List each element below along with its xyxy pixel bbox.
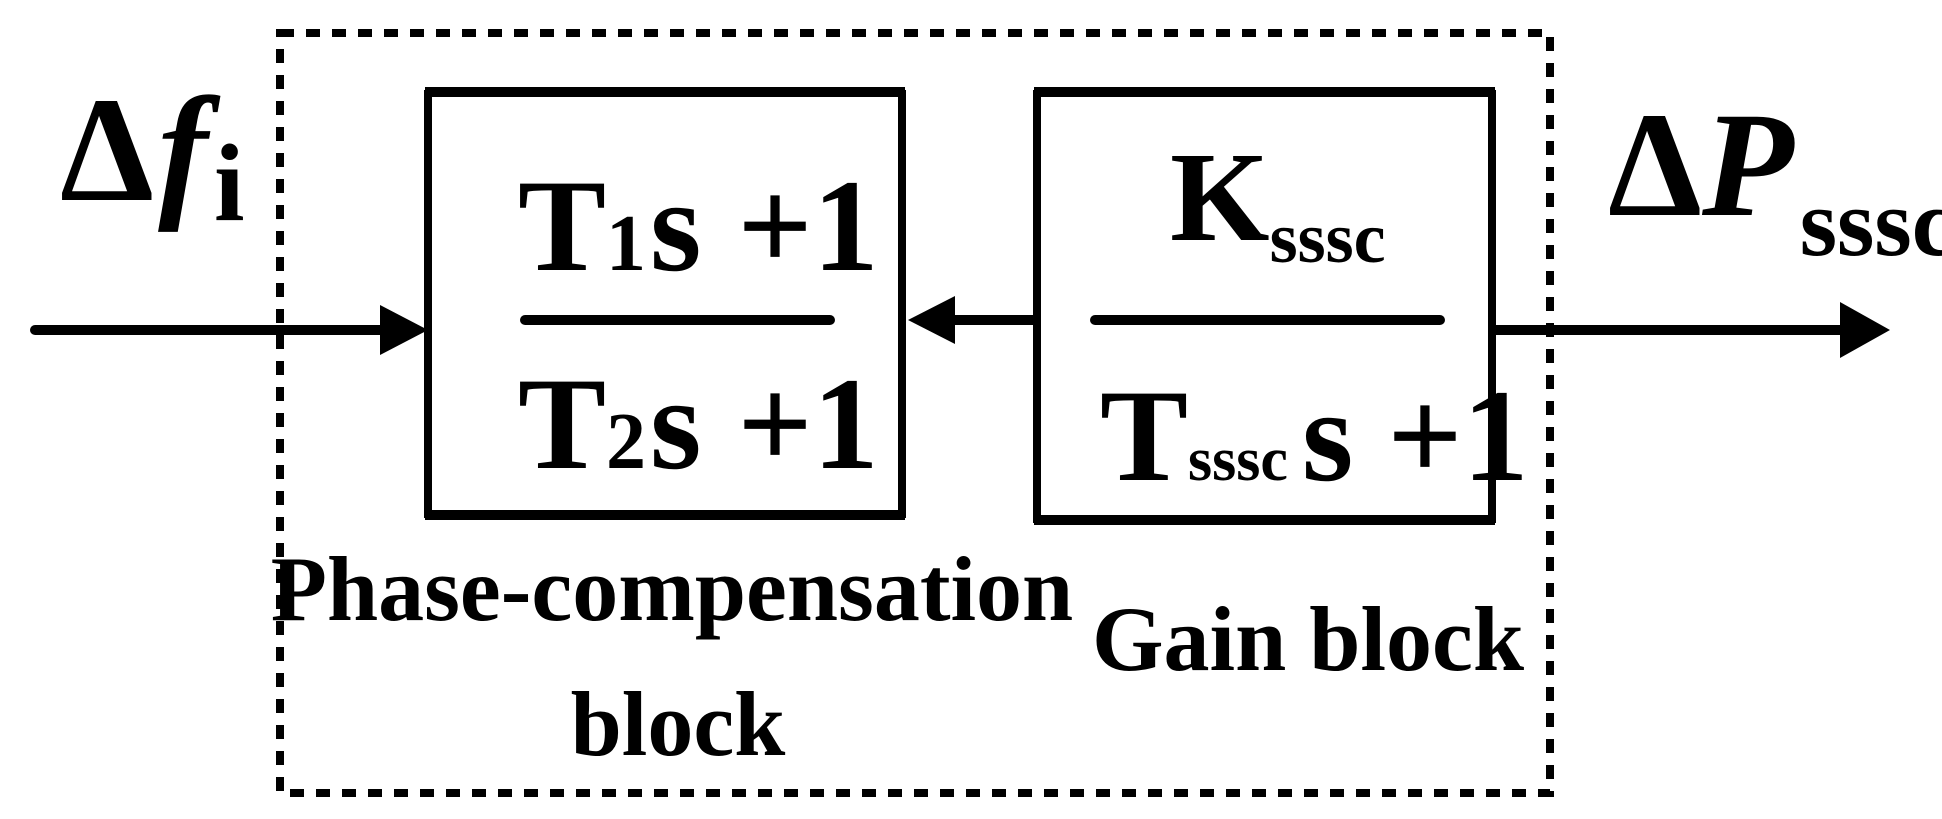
phase-numerator: T1s+1 [518, 152, 879, 299]
output-signal-label: ΔPsssc [1608, 82, 1942, 276]
connector-arrowhead [908, 296, 955, 344]
output-arrowhead [1840, 302, 1890, 358]
input-arrowhead [380, 305, 428, 355]
phase-compensation-block: T1s+1 T2s+1 [424, 87, 906, 520]
phase-block-caption-line1: Phase-compensation [271, 538, 1073, 640]
input-signal-label: Δfi [60, 67, 245, 244]
phase-block-caption-line2: block [571, 673, 787, 775]
gain-numerator: Ksssc [1170, 126, 1386, 278]
gain-block-caption: Gain block [1092, 588, 1525, 690]
controller-dashed-boundary [276, 29, 1554, 797]
phase-denominator: T2s+1 [518, 350, 879, 497]
